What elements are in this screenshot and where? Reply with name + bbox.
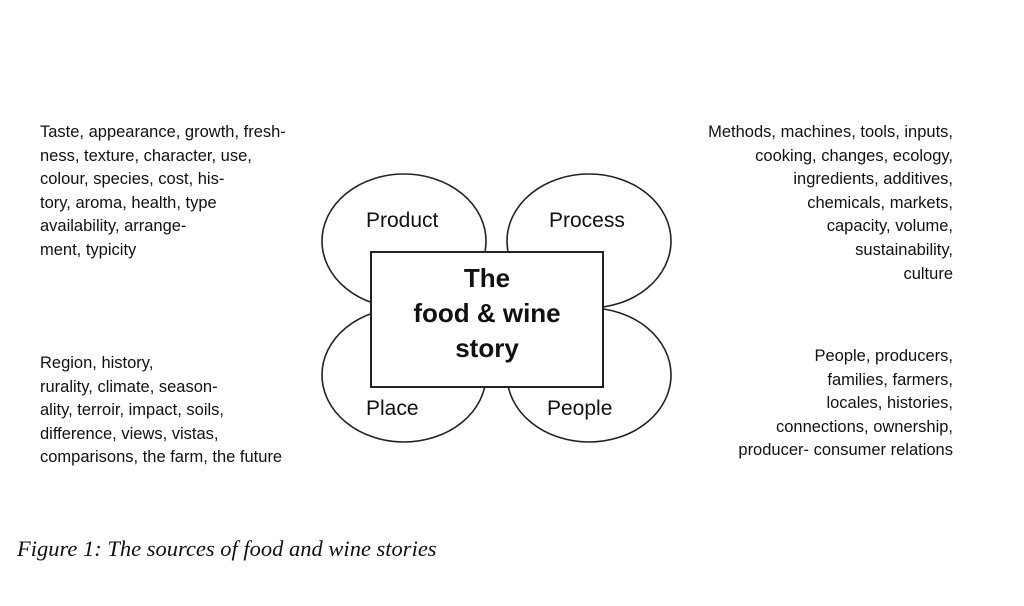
description-line: availability, arrange- [40,217,187,236]
center-box [370,251,604,388]
description-line: sustainability, [855,240,953,259]
description-line: comparisons, the farm, the future [40,448,283,467]
people-description: People, producers, families, farmers, lo… [600,345,953,463]
description-line: locales, histories, [826,394,953,413]
petal-label-people: People [547,397,612,420]
center-title-line-3: story [455,333,519,363]
center-title-line-1: The [464,263,510,293]
place-description: Region, history, rurality, climate, seas… [40,352,282,470]
process-description: Methods, machines, tools, inputs, cookin… [600,121,953,286]
description-line: ment, typicity [40,240,137,259]
description-line: capacity, volume, [826,217,953,236]
petal-label-product: Product [366,209,439,232]
description-line: ness, texture, character, use, [40,146,252,165]
center-title-line-2: food & wine [413,298,560,328]
description-line: tory, aroma, health, type [40,193,217,212]
description-line: difference, views, vistas, [40,424,219,443]
description-line: ality, terroir, impact, soils, [40,401,224,420]
description-line: chemicals, markets, [807,193,953,212]
description-line: Methods, machines, tools, inputs, [708,123,953,141]
description-line: Taste, appearance, growth, fresh- [40,123,286,141]
petal-label-process: Process [549,209,625,232]
description-line: Region, history, [40,354,154,372]
description-line: families, farmers, [827,370,953,389]
description-line: People, producers, [814,347,953,365]
description-line: culture [903,264,953,283]
description-line: ingredients, additives, [793,170,953,189]
petal-label-place: Place [366,397,419,420]
description-line: cooking, changes, ecology, [755,146,953,165]
description-line: producer- consumer relations [738,441,953,460]
description-line: colour, species, cost, his- [40,170,225,189]
product-description: Taste, appearance, growth, fresh- ness, … [40,121,286,263]
figure-caption: Figure 1: The sources of food and wine s… [17,536,437,561]
description-line: connections, ownership, [775,417,953,436]
description-line: rurality, climate, season- [40,377,218,396]
